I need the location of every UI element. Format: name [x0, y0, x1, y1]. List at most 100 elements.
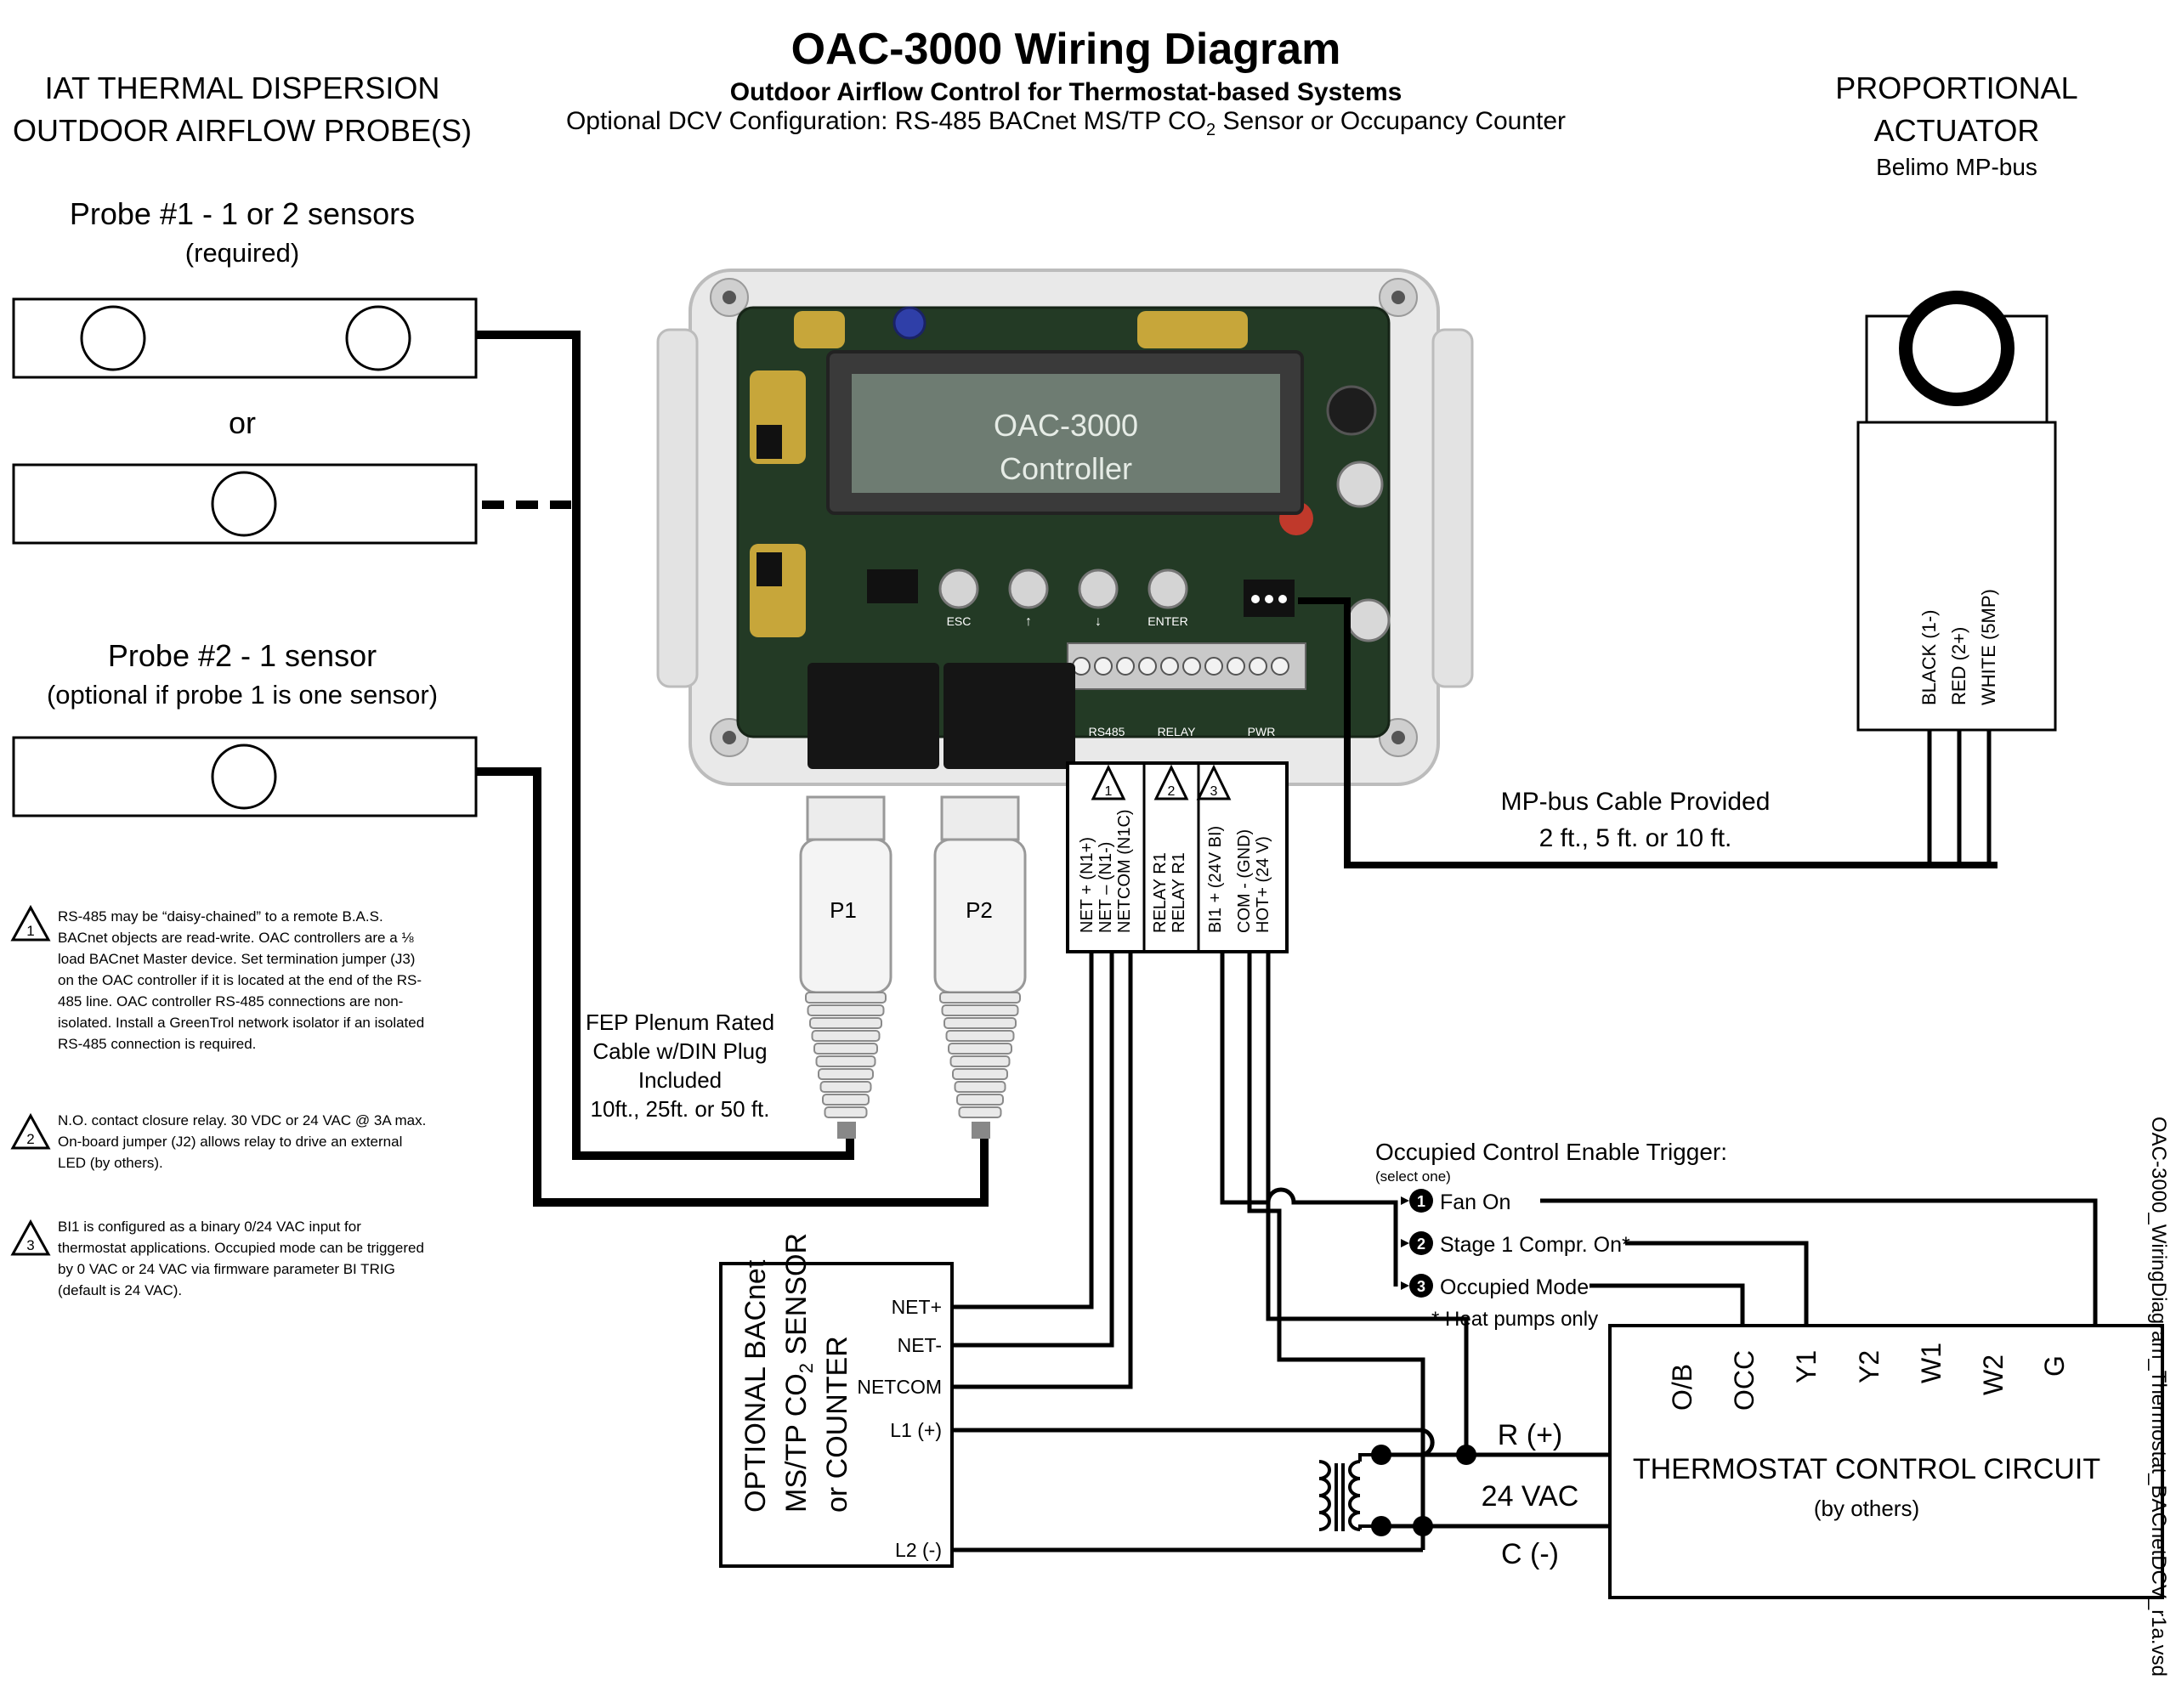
- down-button[interactable]: [1078, 568, 1119, 609]
- trigger-option-label: Stage 1 Compr. On*: [1440, 1233, 1630, 1257]
- strain-relief-rib: [805, 992, 887, 1004]
- actuator-heading-line2: ACTUATOR: [1874, 113, 2040, 148]
- power-c-label: C (-): [1501, 1538, 1559, 1570]
- trigger-option-2: 2 Stage 1 Compr. On*: [1409, 1231, 1630, 1257]
- warning-triangle: 1: [1091, 764, 1126, 800]
- capacitor: [1346, 598, 1391, 642]
- trigger-option-number: 2: [1417, 1236, 1425, 1253]
- trigger-option-3: 3 Occupied Mode: [1409, 1274, 1589, 1299]
- probe2: [12, 736, 478, 817]
- potentiometer: [892, 306, 926, 340]
- probe1-one-sensor: [12, 463, 478, 545]
- diagram-title: OAC-3000 Wiring Diagram: [791, 25, 1341, 74]
- strain-relief-rib: [949, 1055, 1011, 1067]
- sensor-element: [345, 305, 411, 371]
- actuator-heading-line1: PROPORTIONAL: [1835, 71, 2077, 105]
- diagram-subtitle-2: Optional DCV Configuration: RS-485 BACne…: [566, 107, 1566, 139]
- strain-relief-rib: [954, 1081, 1006, 1093]
- screw-terminal: [1249, 657, 1267, 676]
- mp-bus-cable: [1298, 597, 1998, 868]
- display-line1: OAC-3000: [994, 408, 1138, 443]
- trigger-option-label: Occupied Mode: [1440, 1275, 1589, 1299]
- esc-button[interactable]: [938, 568, 979, 609]
- note-number: 3: [26, 1237, 34, 1253]
- capacitor: [1336, 461, 1384, 508]
- probe1-two-sensor: [12, 297, 478, 379]
- screw-terminal: [1182, 657, 1201, 676]
- terminal-group-label: PWR: [1248, 725, 1276, 738]
- strain-relief-rib: [956, 1094, 1004, 1106]
- sensor-title-line3: or COUNTER: [821, 1336, 853, 1513]
- plug-p2-label: P2: [966, 897, 993, 923]
- junction-dots: [1371, 1445, 1476, 1536]
- actuator-wire-label: BLACK (1-): [1918, 610, 1940, 705]
- din-jacks: [808, 663, 1075, 769]
- probe2-label: Probe #2 - 1 sensor: [108, 638, 377, 673]
- trigger-pointers: [1401, 1196, 1409, 1290]
- trigger-title: Occupied Control Enable Trigger:: [1375, 1139, 1727, 1165]
- screw-terminal: [1094, 657, 1113, 676]
- power-r-label: R (+): [1498, 1419, 1563, 1451]
- transformer: [1318, 1453, 1381, 1531]
- mp-bus-cable-line1: MP-bus Cable Provided: [1501, 788, 1771, 816]
- terminal-label: RELAY R1: [1170, 852, 1188, 933]
- trigger-option-number: 1: [1417, 1193, 1425, 1210]
- screw-terminal: [1138, 657, 1157, 676]
- strain-relief-rib: [822, 1094, 870, 1106]
- inductor: [1326, 385, 1377, 436]
- terminal-label: NET + (N1+): [1078, 837, 1096, 933]
- sensor-terminal-l2: L2 (-): [895, 1539, 942, 1561]
- button-label: ESC: [947, 614, 972, 628]
- thermostat-terminal: W1: [1916, 1343, 1946, 1383]
- note-3: BI1 is configured as a binary 0/24 VAC i…: [58, 1219, 424, 1298]
- strain-relief-rib: [807, 1004, 885, 1016]
- mp-bus-cable-line2: 2 ft., 5 ft. or 10 ft.: [1539, 824, 1732, 852]
- strain-relief-rib: [818, 1068, 874, 1080]
- terminal-label: RELAY R1: [1151, 852, 1170, 933]
- thermostat-control-circuit: O/B OCC Y1 Y2 W1 W2 G THERMOSTAT CONTROL…: [1608, 1324, 2164, 1599]
- sensor-element: [80, 305, 146, 371]
- probe1-note: (required): [185, 238, 299, 268]
- probes-heading-line2: OUTDOOR AIRFLOW PROBE(S): [13, 113, 472, 148]
- strain-relief-rib: [944, 1017, 1017, 1029]
- display-line2: Controller: [1000, 451, 1132, 486]
- strain-relief-rib: [952, 1068, 1008, 1080]
- screw-terminal: [1271, 657, 1289, 676]
- probes-heading-line1: IAT THERMAL DISPERSION: [45, 71, 440, 105]
- strain-relief-rib: [958, 1106, 1002, 1118]
- up-button[interactable]: [1008, 568, 1049, 609]
- screw-terminal: [1227, 657, 1245, 676]
- thermostat-title: THERMOSTAT CONTROL CIRCUIT: [1633, 1453, 2100, 1485]
- button-label: ENTER: [1148, 614, 1187, 628]
- terminal-label: NET – (N1-): [1096, 842, 1115, 933]
- actuator-body: BLACK (1-) RED (2+) WHITE (5MP): [1856, 291, 2057, 732]
- trigger-option-label: Fan On: [1440, 1191, 1510, 1214]
- thermostat-subtitle: (by others): [1814, 1496, 1919, 1521]
- enter-button[interactable]: [1148, 568, 1188, 609]
- probe1-label: Probe #1 - 1 or 2 sensors: [70, 196, 415, 231]
- plug-cable-line1: FEP Plenum Rated: [586, 1010, 774, 1035]
- strain-relief-rib: [815, 1055, 876, 1067]
- plug-p1-label: P1: [830, 897, 857, 923]
- thermostat-terminal: Y2: [1854, 1350, 1884, 1383]
- diagram-subtitle: Outdoor Airflow Control for Thermostat-b…: [730, 78, 1402, 106]
- sensor-element: [211, 744, 277, 810]
- thermostat-terminal: O/B: [1667, 1364, 1697, 1411]
- terminal-label: BI1 + (24V BI): [1206, 826, 1225, 933]
- jumper-header: [1244, 580, 1295, 617]
- strain-relief-rib: [811, 1030, 881, 1042]
- screw-terminal: [1204, 657, 1223, 676]
- bacnet-sensor-box: OPTIONAL BACnet MS/TP CO2 SENSOR or COUN…: [719, 1233, 954, 1568]
- screw-terminal: [1160, 657, 1179, 676]
- sensor-title-line2: MS/TP CO2 SENSOR: [780, 1233, 817, 1513]
- controller-terminal-strip: RS485 RELAY PWR: [1067, 642, 1306, 738]
- note-1-icon: 1: [10, 904, 51, 942]
- trigger-note: (select one): [1375, 1168, 1451, 1185]
- sensor-terminal-net-plus: NET+: [892, 1296, 942, 1318]
- strain-relief-rib: [948, 1043, 1012, 1055]
- terminal-block: 1 2 3 NET + (N1+) NET – (N1-) NETCOM (N1…: [1066, 761, 1289, 953]
- warning-number: 1: [1105, 784, 1113, 799]
- terminal-label: HOT+ (24 V): [1254, 836, 1272, 933]
- actuator-wire-label: WHITE (5MP): [1978, 589, 1999, 705]
